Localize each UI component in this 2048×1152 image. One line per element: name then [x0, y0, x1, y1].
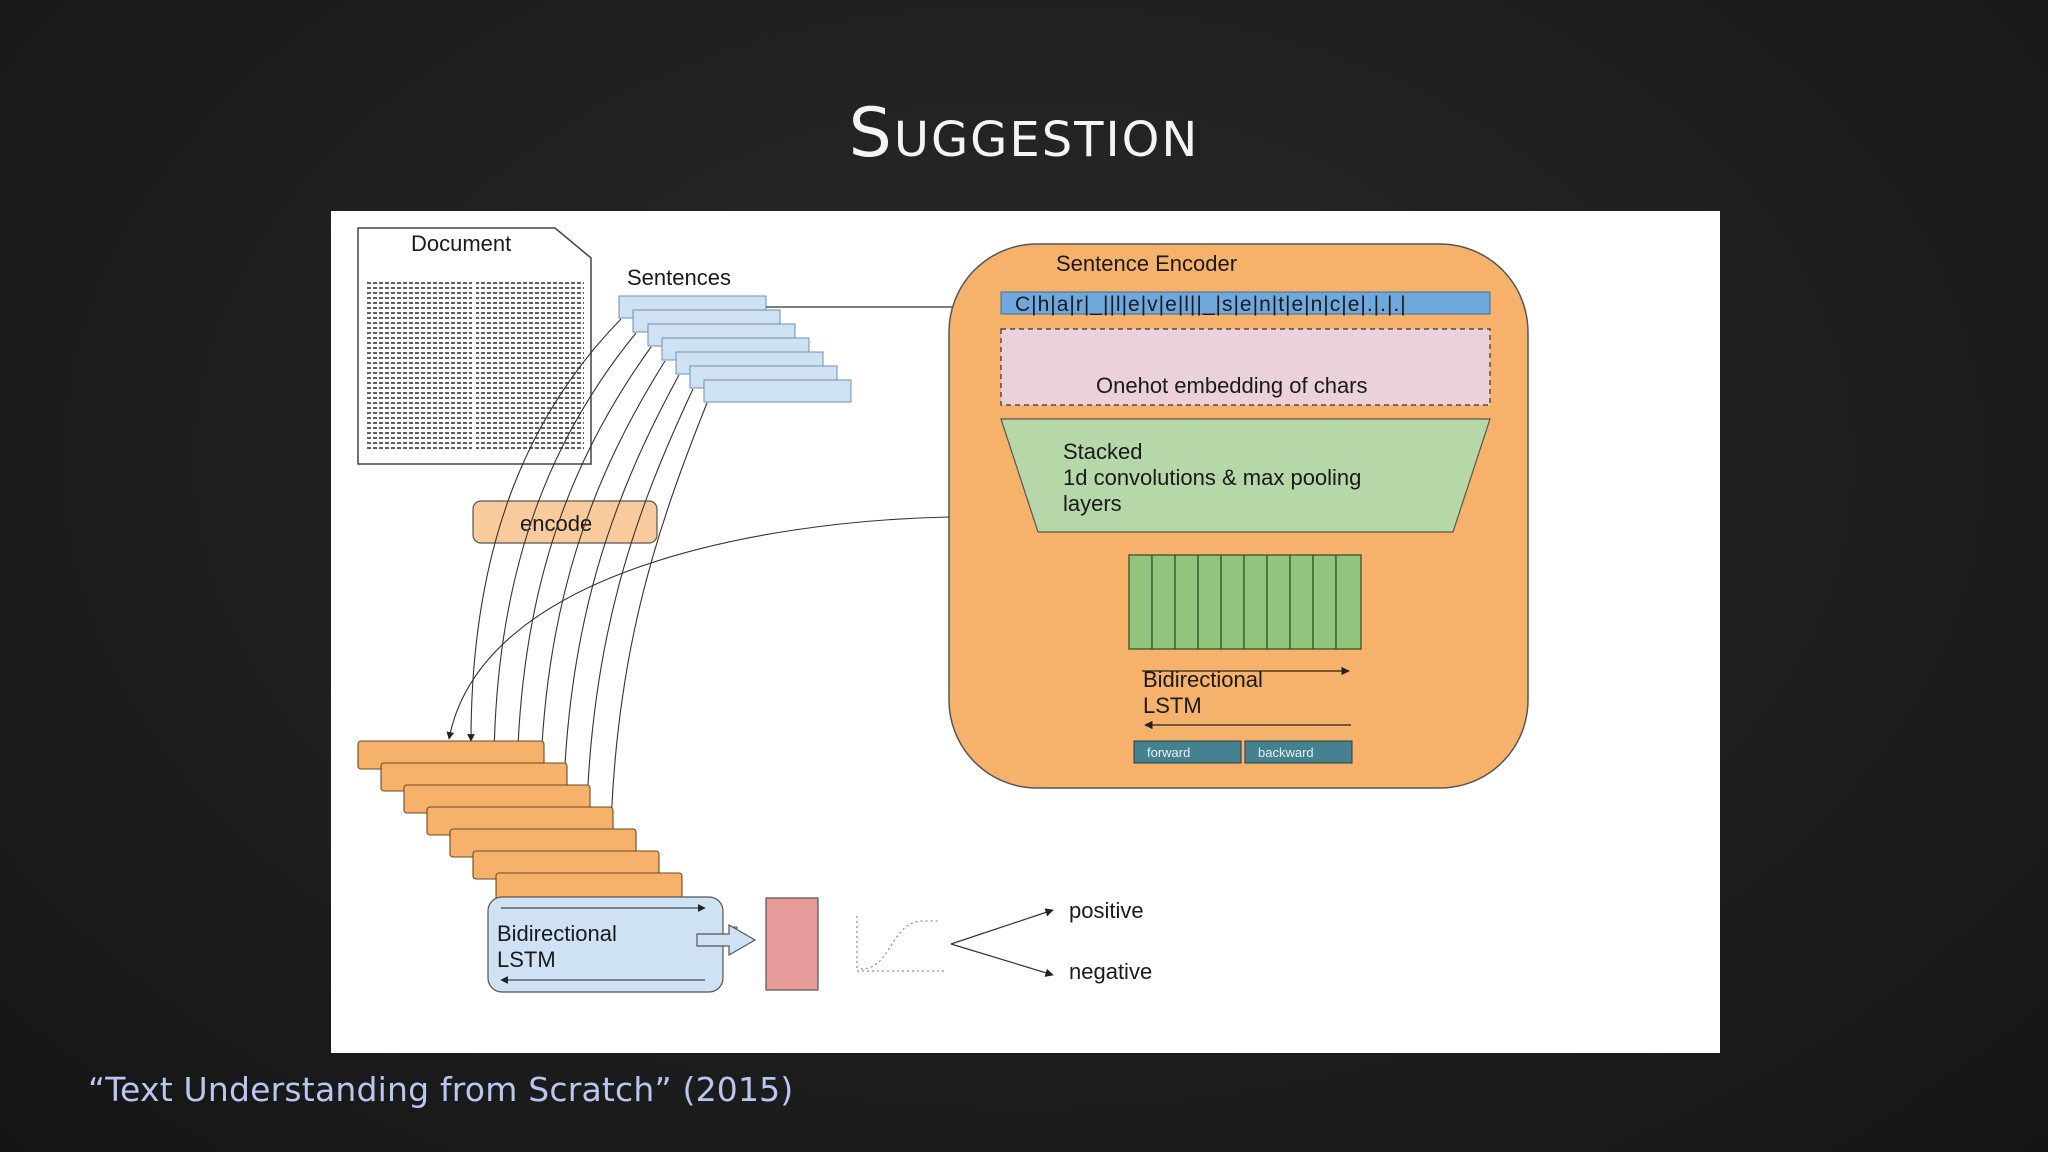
char-sequence: C|h|a|r|_||l|e|v|e|l||_|s|e|n|t|e|n|c|e|…: [1015, 293, 1407, 316]
classifier-block: [765, 897, 819, 991]
document-label: Document: [411, 231, 511, 256]
citation: “Text Understanding from Scratch” (2015): [88, 1070, 794, 1109]
block-arrow-head: [696, 923, 757, 957]
onehot-box: [1000, 328, 1491, 406]
char-sequence-bar: [1000, 291, 1491, 315]
arrow-positive: [950, 908, 1054, 945]
output-positive: positive: [1069, 898, 1144, 923]
encode-arrows: [446, 318, 950, 872]
diagram-panel: Document Sentences Sentence Encoder C|h|…: [331, 211, 1720, 1053]
arrow-negative: [950, 943, 1054, 977]
document-icon: Document: [357, 227, 592, 465]
backward-cell: [1244, 740, 1353, 764]
encoder-title: Sentence Encoder: [1056, 251, 1237, 276]
sentence-blocks: [618, 295, 852, 403]
doc-lstm-label-2: LSTM: [497, 947, 556, 972]
encode-label: encode: [520, 511, 592, 536]
architecture-diagram: Document Sentences Sentence Encoder C|h|…: [357, 227, 1529, 993]
forward-label: forward: [1147, 745, 1190, 760]
output-negative: negative: [1069, 959, 1152, 984]
onehot-label: Onehot embedding of chars: [1096, 373, 1368, 398]
sentence-vectors: [357, 740, 683, 902]
feature-map: [1128, 554, 1362, 650]
sigmoid-icon: [856, 916, 946, 972]
sentence-encoder: Sentence Encoder C|h|a|r|_||l|e|v|e|l||_…: [948, 243, 1529, 789]
conv-label-1: Stacked: [1063, 439, 1143, 464]
slide-title: Suggestion: [848, 94, 1200, 173]
backward-label: backward: [1258, 745, 1314, 760]
encoder-lstm-label-2: LSTM: [1143, 693, 1202, 718]
sentences-label: Sentences: [627, 265, 731, 290]
conv-label-2: 1d convolutions & max pooling: [1063, 465, 1361, 490]
conv-trapezoid: [1000, 418, 1491, 533]
conv-label-3: layers: [1063, 491, 1122, 516]
encoder-lstm-label-1: Bidirectional: [1143, 667, 1263, 692]
sentence-block: [703, 379, 852, 403]
doc-lstm-label-1: Bidirectional: [497, 921, 617, 946]
forward-cell: [1133, 740, 1242, 764]
encode-box: [472, 500, 658, 544]
